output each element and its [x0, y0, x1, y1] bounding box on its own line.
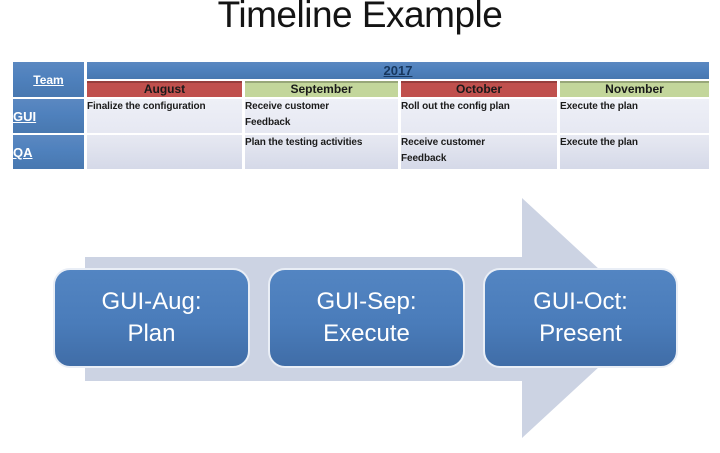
process-step-gui-oct-line1: GUI-Oct:: [533, 288, 628, 316]
timeline-table: Team 2017 August September October Novem…: [10, 60, 712, 171]
cell-qa-november: Execute the plan: [560, 135, 709, 169]
table-row-gui: GUI Finalize the configuration Receive c…: [13, 99, 709, 133]
month-header-november: November: [560, 81, 709, 97]
process-step-gui-aug: GUI-Aug: Plan: [53, 268, 250, 368]
table-header-row-months: August September October November: [13, 81, 709, 97]
row-header-gui-label: GUI: [13, 108, 37, 124]
cell-gui-september: Receive customer Feedback: [245, 99, 398, 133]
process-step-gui-aug-line1: GUI-Aug:: [101, 288, 202, 316]
month-header-september: September: [245, 81, 398, 97]
month-header-august: August: [87, 81, 242, 97]
process-step-gui-sep-line2: Execute: [323, 320, 410, 347]
table-row-qa: QA Plan the testing activities Receive c…: [13, 135, 709, 169]
process-step-gui-oct-line2: Present: [539, 320, 622, 347]
row-header-qa: QA: [13, 135, 84, 169]
process-step-gui-sep: GUI-Sep: Execute: [268, 268, 465, 368]
month-header-october: October: [401, 81, 557, 97]
table-header-row-year: Team 2017: [13, 62, 709, 97]
year-header: 2017: [87, 62, 709, 79]
process-step-gui-sep-line1: GUI-Sep:: [316, 288, 417, 316]
year-header-label: 2017: [383, 63, 413, 78]
cell-qa-august: [87, 135, 242, 169]
row-header-gui: GUI: [13, 99, 84, 133]
process-step-gui-aug-line2: Plan: [127, 320, 176, 347]
cell-gui-november: Execute the plan: [560, 99, 709, 133]
row-header-qa-label: QA: [13, 144, 33, 160]
cell-qa-september: Plan the testing activities: [245, 135, 398, 169]
cell-gui-august: Finalize the configuration: [87, 99, 242, 133]
cell-qa-october: Receive customer Feedback: [401, 135, 557, 169]
slide-title: Timeline Example: [217, 0, 503, 35]
team-column-header: Team: [13, 62, 84, 97]
process-step-gui-oct: GUI-Oct: Present: [483, 268, 678, 368]
cell-gui-october: Roll out the config plan: [401, 99, 557, 133]
team-column-header-label: Team: [33, 72, 64, 87]
